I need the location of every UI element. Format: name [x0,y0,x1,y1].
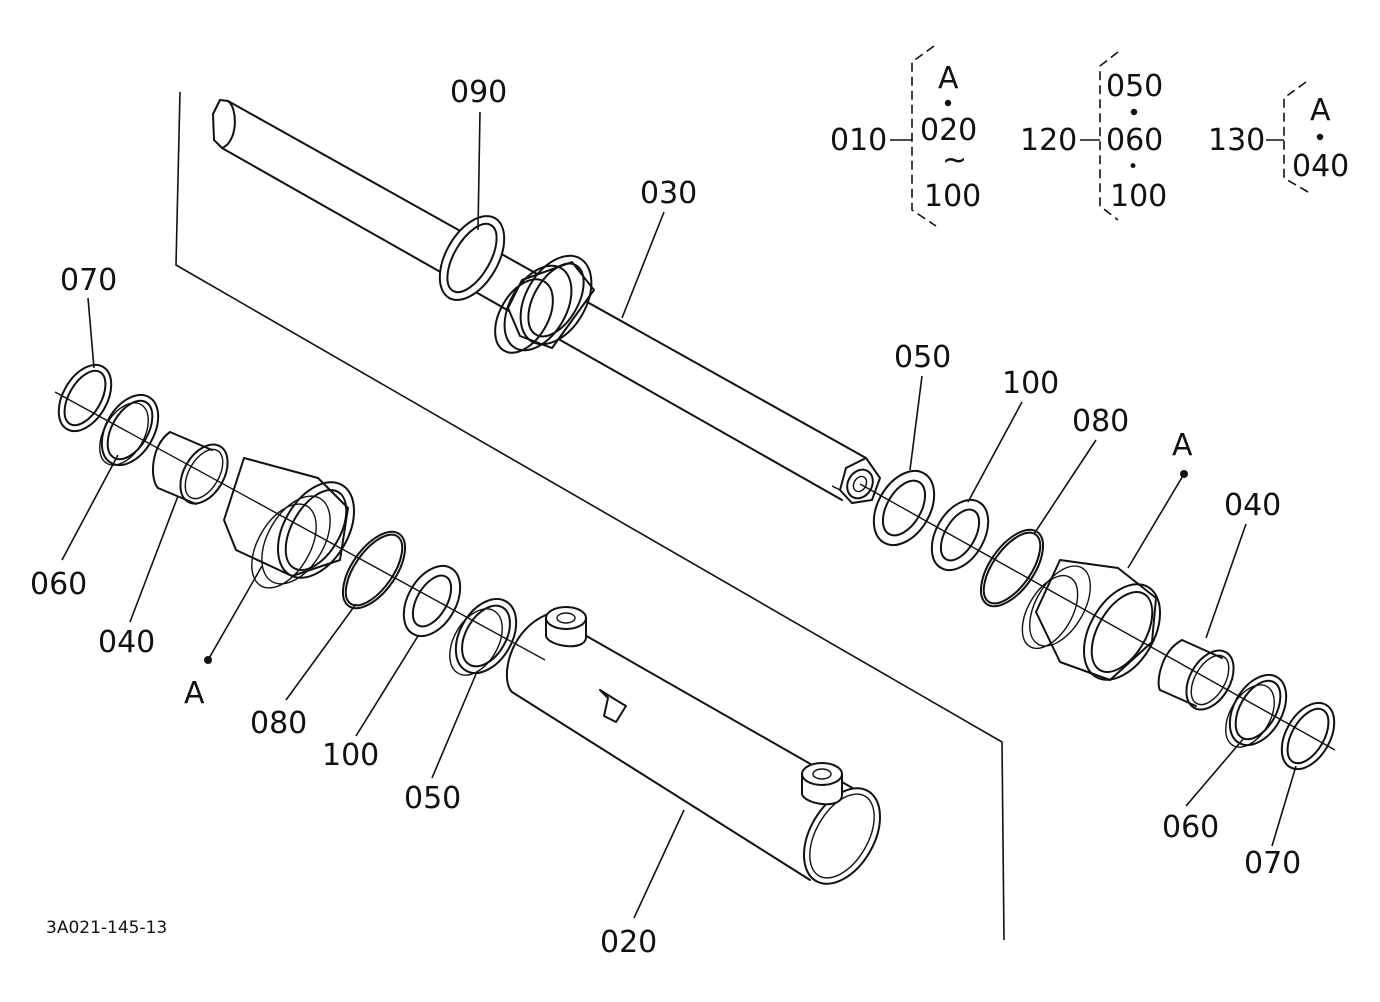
callout-070-right[interactable]: 070 [1244,846,1301,881]
assembly-130-bottom: 040 [1292,149,1349,184]
seal-050-left[interactable] [439,588,529,684]
callout-060-left[interactable]: 060 [30,567,87,602]
callout-040-right[interactable]: 040 [1224,488,1281,523]
assembly-frame [175,91,1005,941]
assembly-130-top: A [1310,93,1331,128]
cylinder-tube[interactable] [505,606,896,897]
assembly-010-top: A [938,61,959,96]
o-ring-right[interactable] [969,519,1056,616]
assembly-010-bottom: 100 [924,179,981,214]
callout-050-left[interactable]: 050 [404,781,461,816]
drawing-code: 3A021-145-13 [46,918,167,938]
piston[interactable] [483,243,606,362]
wiper-seal-right[interactable] [1216,665,1298,755]
callout-090[interactable]: 090 [450,75,507,110]
callout-050-right[interactable]: 050 [894,340,951,375]
assembly-010-number[interactable]: 010 [830,123,887,158]
callout-040-left[interactable]: 040 [98,625,155,660]
assembly-120-middle: 060 [1106,123,1163,158]
bushing-left[interactable] [152,431,237,512]
axis-left [54,391,546,661]
assembly-legend: 010 A 020 ~ 100 120 050 060 • 100 130 A … [830,45,1349,227]
callout-100-left[interactable]: 100 [322,738,379,773]
leader-lines [61,111,1297,919]
wiper-seal-left[interactable] [90,385,170,475]
rod-guide-left[interactable] [223,457,370,599]
backup-ring-left[interactable] [392,556,472,646]
assembly-120-top: 050 [1106,69,1163,104]
axis-right [859,483,1336,751]
assembly-010-middle: 020 [920,113,977,148]
callout-080-right[interactable]: 080 [1072,404,1129,439]
rod-guide-right[interactable] [1011,556,1176,693]
ref-a-left[interactable]: A [184,676,205,711]
assembly-130-number[interactable]: 130 [1208,123,1265,158]
callout-080-left[interactable]: 080 [250,706,307,741]
backup-ring-right[interactable] [920,490,1000,580]
assembly-010-connector: ~ [942,143,967,178]
callout-060-right[interactable]: 060 [1162,810,1219,845]
assembly-120-connector: • [1128,157,1138,177]
callout-030[interactable]: 030 [640,176,697,211]
retaining-ring-left[interactable] [48,356,122,440]
callout-labels: 090 030 070 060 040 A 080 100 050 020 05… [30,75,1301,960]
assembly-120-number[interactable]: 120 [1020,123,1077,158]
ref-a-right[interactable]: A [1172,428,1193,463]
assembly-120-bottom: 100 [1110,179,1167,214]
retaining-ring-right[interactable] [1271,694,1345,778]
seal-090[interactable] [426,205,517,311]
bushing-right[interactable] [1157,639,1244,718]
callout-020[interactable]: 020 [600,925,657,960]
callout-070-left[interactable]: 070 [60,263,117,298]
callout-100-right[interactable]: 100 [1002,366,1059,401]
